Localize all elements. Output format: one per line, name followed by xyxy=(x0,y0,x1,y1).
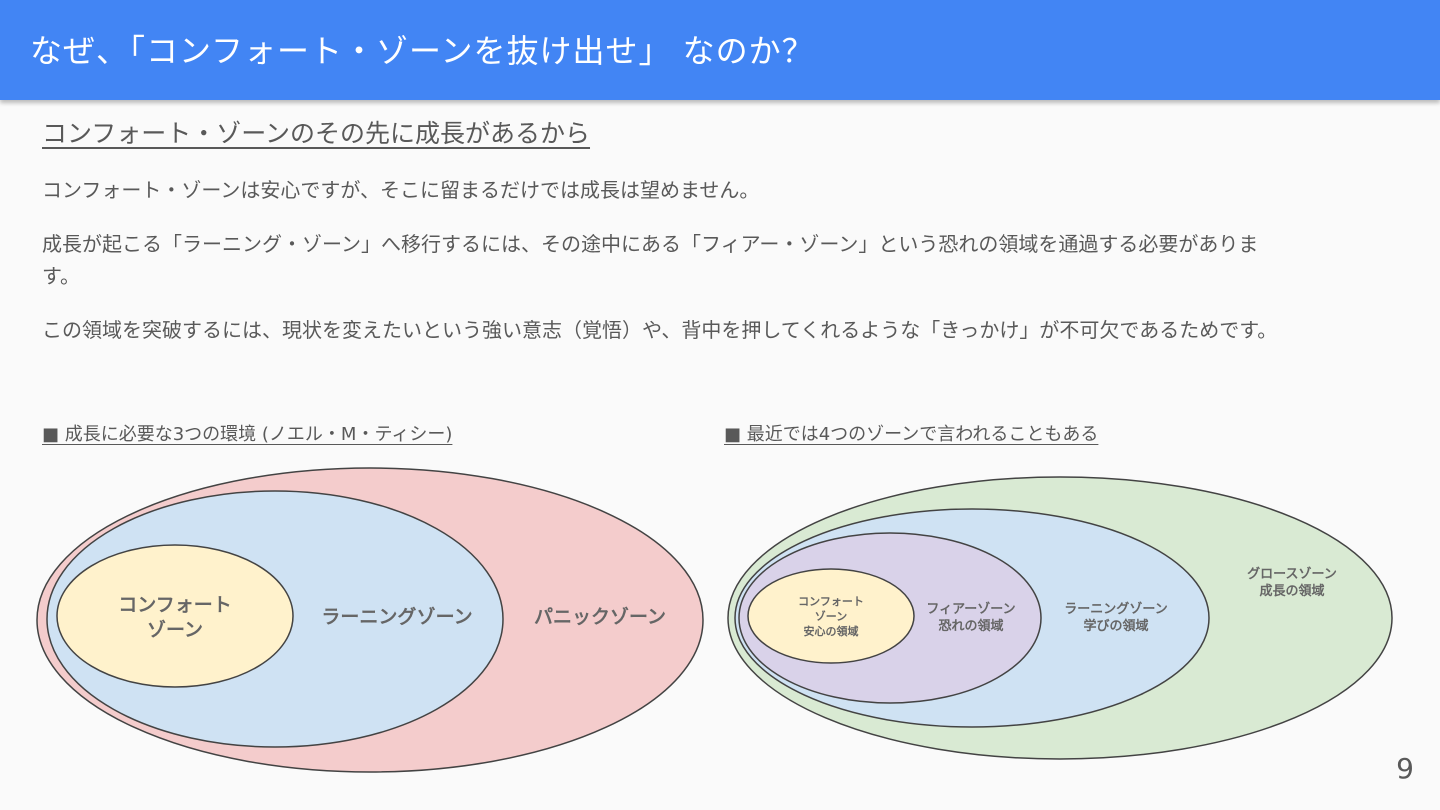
fear-zone-label-line-1: フィアーゾーン xyxy=(926,601,1015,617)
page-number: 9 xyxy=(1396,752,1414,785)
page-title: なぜ、「コンフォート・ゾーンを抜け出せ」 なのか？ xyxy=(30,32,815,70)
panic-zone-label: パニックゾーン xyxy=(534,606,666,628)
growth-zone-label-line-2: 成長の領域 xyxy=(1259,583,1324,599)
growth-zone-label-line-1: グロースゾーン xyxy=(1247,566,1337,582)
comfort-zone-ellipse xyxy=(56,544,294,688)
paragraph-1: コンフォート・ゾーンは安心ですが、そこに留まるだけでは成長は望めません。 xyxy=(42,178,760,202)
four-zones-diagram: グロースゾーン 成長の領域 ラーニングゾーン 学びの領域 フィアーゾーン 恐れの… xyxy=(727,476,1393,760)
three-zones-caption: ■ 成長に必要な3つの環境 (ノエル・M・ティシー) xyxy=(42,424,453,445)
learning-zone-label-4-line-2: 学びの領域 xyxy=(1083,618,1148,634)
title-bar: なぜ、「コンフォート・ゾーンを抜け出せ」 なのか？ xyxy=(0,0,1440,100)
comfort-zone-ellipse-4 xyxy=(747,568,915,664)
comfort-zone-label-line-2: ゾーン xyxy=(147,619,203,641)
comfort-zone-4-label-line-3: 安心の領域 xyxy=(804,624,859,638)
learning-zone-label: ラーニングゾーン xyxy=(321,605,472,628)
paragraph-3: この領域を突破するには、現状を変えたいという強い意志（覚悟）や、背中を押してくれ… xyxy=(42,318,1278,342)
fear-zone-label-line-2: 恐れの領域 xyxy=(938,618,1003,634)
learning-zone-label-4-line-1: ラーニングゾーン xyxy=(1064,601,1167,617)
comfort-zone-4-label-line-2: ゾーン xyxy=(815,609,847,623)
four-zones-caption: ■ 最近では4つのゾーンで言われることもある xyxy=(724,424,1099,445)
comfort-zone-label-line-1: コンフォート xyxy=(118,594,231,616)
comfort-zone-4-label-line-1: コンフォート xyxy=(798,595,864,608)
three-zones-diagram: パニックゾーン ラーニングゾーン コンフォート ゾーン xyxy=(36,467,704,773)
section-subtitle: コンフォート・ゾーンのその先に成長があるから xyxy=(42,119,591,148)
paragraph-2: 成長が起こる「ラーニング・ゾーン」へ移行するには、その途中にある「フィアー・ゾー… xyxy=(42,232,1259,288)
